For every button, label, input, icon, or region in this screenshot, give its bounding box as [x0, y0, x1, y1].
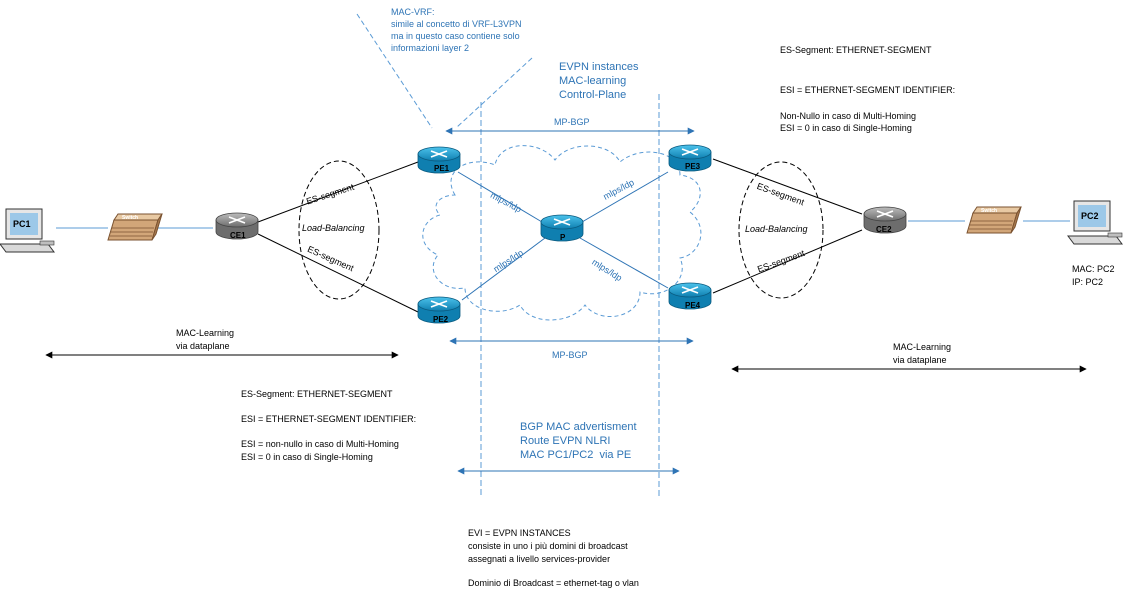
bgp-mac-line-3: MAC PC1/PC2 via PE — [520, 449, 632, 461]
evi-line-3: assegnati a livello services-provider — [468, 554, 611, 564]
switch-right-label: Switch — [981, 208, 998, 214]
pc1-label: PC1 — [13, 219, 31, 229]
load-balancing-label-left: Load-Balancing — [302, 223, 365, 233]
es-segment-ellipse-right — [738, 161, 824, 299]
evpn-line-3: Control-Plane — [559, 89, 627, 101]
evpn-boundary-lines — [480, 94, 660, 497]
mac-learning-left-line-2: via dataplane — [176, 341, 230, 351]
bgp-mac-line-1: BGP MAC advertisment — [520, 421, 637, 433]
ce2-label: CE2 — [876, 225, 892, 234]
es-segment-ellipse-left — [298, 160, 380, 300]
pc2-computer-icon — [1067, 200, 1123, 245]
p-router-icon — [540, 214, 584, 242]
esi-note-top: ESI = ETHERNET-SEGMENT IDENTIFIER: — [780, 85, 956, 95]
mac-vrf-line-1: MAC-VRF: — [391, 7, 435, 17]
mac-learning-right-note: MAC-Learning via dataplane — [893, 341, 951, 367]
es-segment-note-top: ES-Segment: ETHERNET-SEGMENT — [780, 45, 932, 55]
esi-note-bottom: ESI = ETHERNET-SEGMENT IDENTIFIER: — [241, 414, 417, 424]
evpn-line-1: EVPN instances — [559, 61, 639, 73]
pe4-label: PE4 — [685, 301, 701, 310]
pc2-ip-label: IP: PC2 — [1072, 277, 1104, 287]
broadcast-domain-note: Dominio di Broadcast = ethernet-tag o vl… — [468, 578, 639, 588]
pe4-router-icon — [668, 282, 712, 310]
ce1-label: CE1 — [230, 231, 246, 240]
es-segment-note-bottom: ES-Segment: ETHERNET-SEGMENT — [241, 389, 393, 399]
evi-note: EVI = EVPN INSTANCES consiste in uno i pi… — [468, 527, 628, 566]
mac-vrf-line-2: simile al concetto di VRF-L3VPN — [391, 19, 522, 29]
pe1-router-icon — [417, 146, 461, 174]
mac-learning-left-note: MAC-Learning via dataplane — [176, 327, 234, 353]
pc2-label: PC2 — [1081, 211, 1099, 221]
pe2-label: PE2 — [433, 315, 449, 324]
p-label: P — [560, 233, 566, 242]
ce1-router-icon — [215, 212, 259, 240]
mp-bgp-top-label: MP-BGP — [554, 117, 590, 127]
pc1-computer-icon — [0, 208, 55, 253]
access-links — [56, 220, 1070, 229]
mp-bgp-bottom-label: MP-BGP — [552, 350, 588, 360]
ce-pe-links — [257, 158, 863, 313]
switch-icon-right — [966, 206, 1022, 234]
evpn-line-2: MAC-learning — [559, 75, 627, 87]
mac-learning-left-line-1: MAC-Learning — [176, 328, 235, 338]
pe1-label: PE1 — [434, 164, 450, 173]
switch-icon-left — [107, 213, 163, 241]
mac-learning-right-line-2: via dataplane — [893, 355, 947, 365]
esi-top-multi: Non-Nullo in caso di Multi-Homing — [780, 111, 917, 121]
mac-vrf-line-3: ma in questo caso contiene solo — [391, 31, 520, 41]
ce2-router-icon — [863, 206, 907, 234]
evi-line-2: consiste in uno i più domini di broadcas… — [468, 541, 628, 551]
switch-left-label: Switch — [122, 215, 139, 221]
core-links — [457, 171, 669, 301]
mac-vrf-line-4: informazioni layer 2 — [391, 43, 470, 53]
esi-bottom-single: ESI = 0 in caso di Single-Homing — [241, 452, 373, 462]
mac-vrf-callout-lines — [356, 13, 533, 129]
pc2-mac-label: MAC: PC2 — [1072, 264, 1115, 274]
mac-vrf-note: MAC-VRF: simile al concetto di VRF-L3VPN m… — [391, 6, 522, 54]
evi-line-1: EVI = EVPN INSTANCES — [468, 528, 571, 538]
pe2-router-icon — [417, 296, 461, 324]
pe3-label: PE3 — [685, 162, 701, 171]
esi-bottom-multi: ESI = non-nullo in caso di Multi-Homing — [241, 439, 399, 449]
load-balancing-label-right: Load-Balancing — [745, 224, 808, 234]
esi-top-single: ESI = 0 in caso di Single-Homing — [780, 123, 912, 133]
bgp-mac-line-2: Route EVPN NLRI — [520, 435, 611, 447]
pe3-router-icon — [668, 144, 712, 172]
mac-learning-right-line-1: MAC-Learning — [893, 342, 952, 352]
